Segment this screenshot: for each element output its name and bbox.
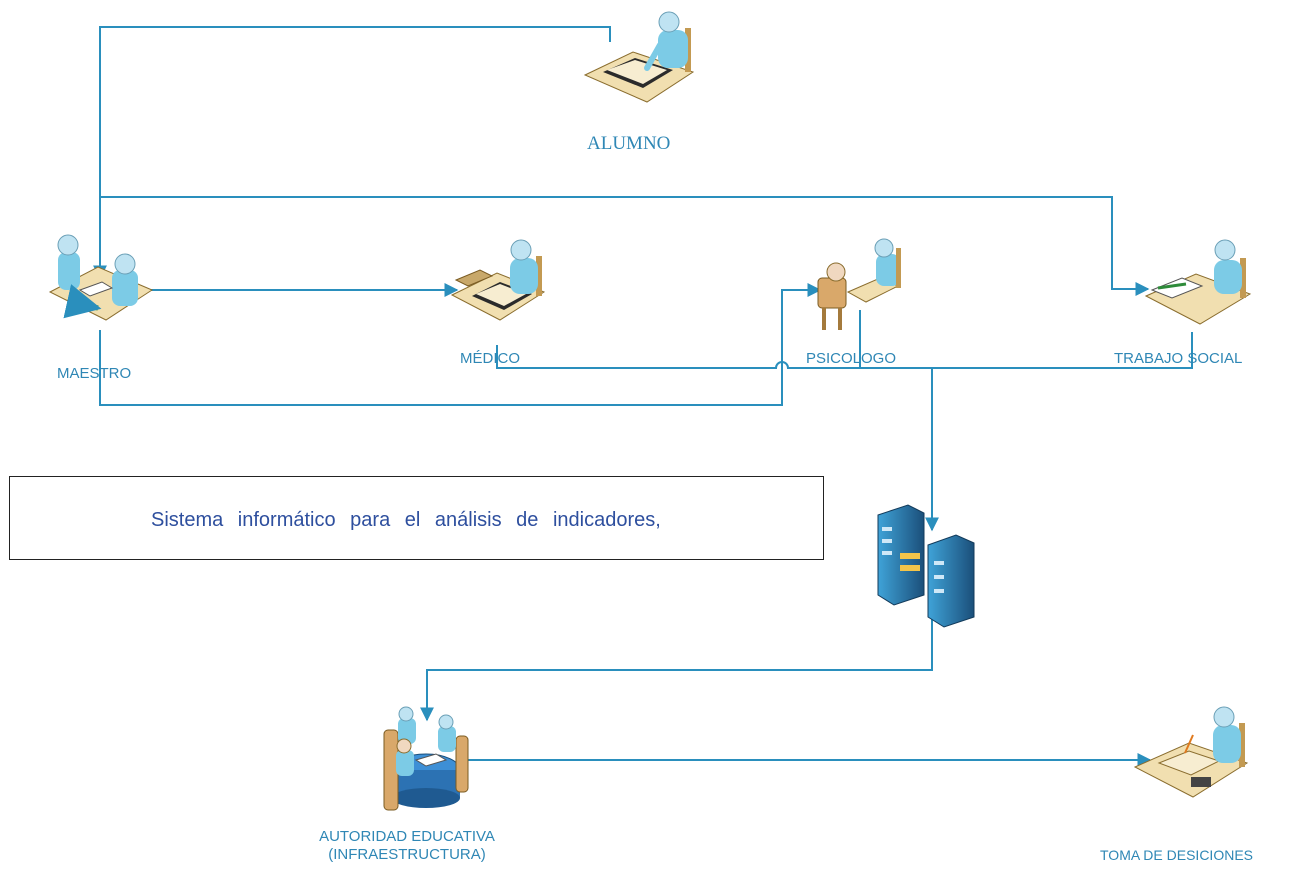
connector-server-autoridad xyxy=(420,612,933,722)
connector-medico-server xyxy=(496,345,939,532)
connector-maestro-psicologo xyxy=(99,283,822,406)
connector-alumno-maestro xyxy=(93,26,611,280)
alumno-label: ALUMNO xyxy=(587,133,671,154)
trabajo-social-label: TRABAJO SOCIAL xyxy=(1114,350,1243,367)
toma-icon xyxy=(1133,706,1249,798)
medico-icon xyxy=(450,239,546,321)
alumno-icon xyxy=(583,11,695,103)
connector-maestro-trabajo-social xyxy=(100,196,1150,296)
connector-trabajo-social-server xyxy=(932,332,1193,369)
psicologo-icon xyxy=(817,238,901,330)
psicologo-label: PSICOLOGO xyxy=(806,350,897,367)
autoridad-label: AUTORIDAD EDUCATIVA (INFRAESTRUCTURA) xyxy=(312,828,502,864)
toma-label: TOMA DE DESICIONES xyxy=(1100,847,1253,863)
medico-label: MÉDICO xyxy=(460,350,520,367)
description-textbox: Sistema informático para el análisis de … xyxy=(9,476,824,560)
maestro-icon xyxy=(48,234,154,321)
autoridad-label-line2: (INFRAESTRUCTURA) xyxy=(328,846,486,863)
description-text: Sistema informático para el análisis de … xyxy=(151,509,661,531)
server-icon xyxy=(877,504,975,628)
maestro-label: MAESTRO xyxy=(57,365,132,382)
autoridad-icon xyxy=(383,706,469,811)
trabajo-social-icon xyxy=(1144,239,1252,325)
autoridad-label-line1: AUTORIDAD EDUCATIVA xyxy=(319,828,495,845)
